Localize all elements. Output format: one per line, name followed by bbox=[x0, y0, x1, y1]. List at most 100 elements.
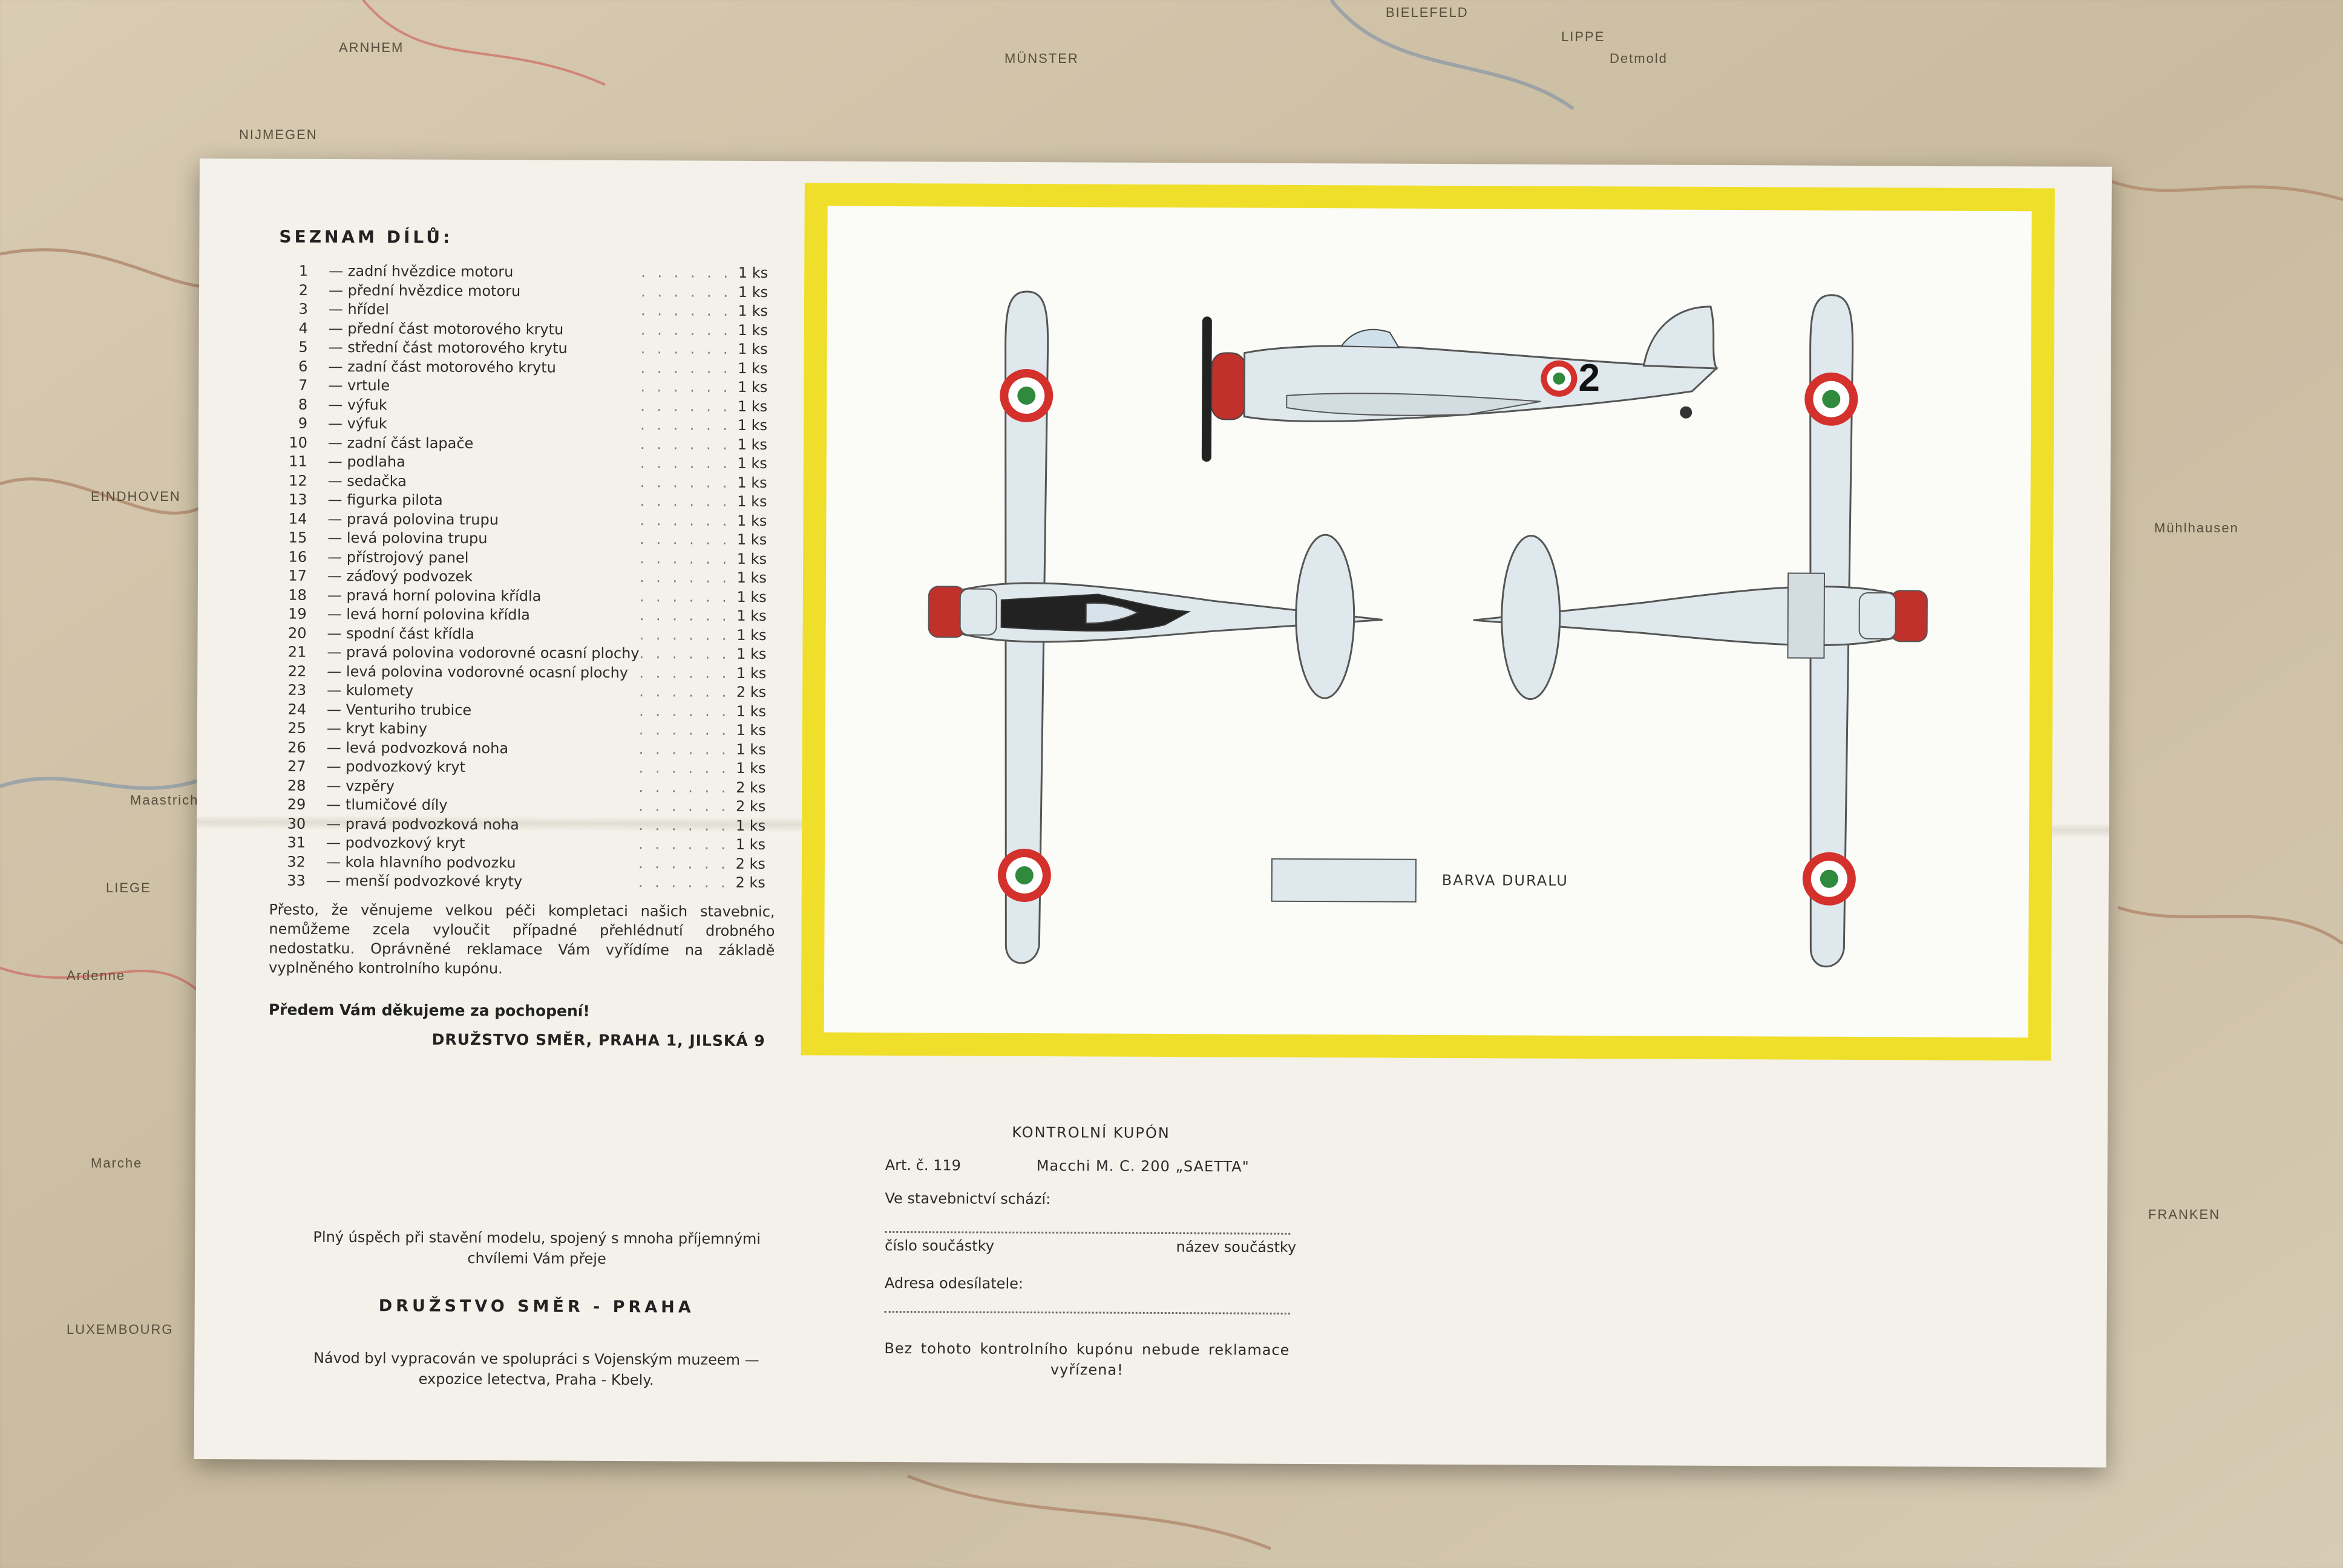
part-name: — podlaha bbox=[327, 452, 405, 471]
leader-dots: . . . . . . bbox=[639, 664, 730, 682]
part-number: 14 bbox=[288, 510, 307, 528]
part-name: — spodní část křídla bbox=[327, 624, 474, 642]
parts-list-item: 1— zadní hvězdice motoru. . . . . .1 ks bbox=[272, 262, 768, 283]
leader-dots: . . . . . . bbox=[641, 283, 732, 301]
map-label: NIJMEGEN bbox=[239, 127, 318, 142]
parts-list-item: 17— záďový podvozek. . . . . .1 ks bbox=[270, 567, 767, 588]
leader-dots: . . . . . . bbox=[640, 549, 731, 567]
leader-dots: . . . . . . bbox=[640, 340, 732, 358]
parts-list-item: 4— přední část motorového krytu. . . . .… bbox=[272, 319, 768, 340]
parts-list-item: 24— Venturiho trubice. . . . . .1 ks bbox=[270, 700, 766, 721]
part-quantity: 2 ks bbox=[736, 779, 766, 796]
part-quantity: 1 ks bbox=[737, 416, 768, 434]
part-number: 15 bbox=[288, 529, 307, 546]
leader-dots: . . . . . . bbox=[640, 473, 731, 491]
company-address: DRUŽSTVO SMĚR, PRAHA 1, JILSKÁ 9 bbox=[431, 1030, 765, 1050]
parts-list-item: 12— sedačka. . . . . .1 ks bbox=[271, 471, 767, 492]
part-quantity: 1 ks bbox=[735, 817, 766, 834]
coupon-address-line[interactable] bbox=[884, 1310, 1290, 1315]
leader-dots: . . . . . . bbox=[638, 816, 730, 834]
part-name: — levá horní polovina křídla bbox=[327, 605, 530, 624]
part-name: — hřídel bbox=[328, 300, 390, 318]
part-name: — přístrojový panel bbox=[327, 548, 469, 566]
part-quantity: 2 ks bbox=[736, 683, 767, 701]
part-number: 31 bbox=[287, 834, 306, 851]
part-number: 3 bbox=[298, 300, 308, 318]
part-number: 9 bbox=[298, 414, 308, 432]
part-number: 5 bbox=[298, 338, 308, 356]
leader-dots: . . . . . . bbox=[638, 854, 729, 872]
map-label: Maastricht bbox=[130, 792, 204, 808]
part-quantity: 1 ks bbox=[736, 607, 767, 625]
leader-dots: . . . . . . bbox=[640, 397, 732, 415]
part-quantity: 1 ks bbox=[738, 264, 768, 282]
leader-dots: . . . . . . bbox=[641, 264, 732, 281]
part-number: 29 bbox=[287, 795, 306, 813]
part-name: — zadní hvězdice motoru bbox=[329, 262, 514, 281]
part-number: 22 bbox=[287, 662, 307, 680]
leader-dots: . . . . . . bbox=[638, 874, 729, 891]
part-quantity: 1 ks bbox=[736, 702, 767, 720]
parts-list-item: 22— levá polovina vodorovné ocasní ploch… bbox=[270, 662, 767, 683]
leader-dots: . . . . . . bbox=[640, 531, 731, 548]
map-label: LIEGE bbox=[106, 880, 151, 895]
part-quantity: 1 ks bbox=[737, 397, 768, 415]
leader-dots: . . . . . . bbox=[639, 702, 730, 720]
control-coupon: KONTROLNÍ KUPÓN Art. č. 119 Macchi M. C.… bbox=[884, 1123, 1297, 1379]
part-number: 20 bbox=[287, 624, 307, 642]
part-name: — figurka pilota bbox=[327, 491, 443, 509]
leader-dots: . . . . . . bbox=[638, 721, 730, 739]
parts-list-item: 23— kulomety. . . . . .2 ks bbox=[270, 681, 767, 702]
part-quantity: 1 ks bbox=[736, 588, 767, 606]
part-number: 27 bbox=[287, 757, 306, 775]
leader-dots: . . . . . . bbox=[640, 321, 732, 339]
part-number: 16 bbox=[288, 548, 307, 566]
leader-dots: . . . . . . bbox=[638, 797, 730, 815]
parts-list-item: 3— hřídel. . . . . .1 ks bbox=[272, 300, 768, 321]
part-quantity: 2 ks bbox=[735, 874, 765, 892]
part-quantity: 1 ks bbox=[736, 645, 767, 663]
coupon-address-label: Adresa odesílatele: bbox=[884, 1274, 1024, 1292]
coupon-fill-line[interactable] bbox=[885, 1230, 1291, 1235]
part-quantity: 1 ks bbox=[737, 512, 767, 529]
part-number: 8 bbox=[298, 396, 308, 413]
part-name: — sedačka bbox=[327, 472, 407, 489]
leader-dots: . . . . . . bbox=[638, 740, 730, 758]
part-number: 24 bbox=[287, 701, 307, 718]
leader-dots: . . . . . . bbox=[640, 492, 731, 510]
parts-list-item: 28— vzpěry. . . . . .2 ks bbox=[269, 776, 766, 797]
part-number: 18 bbox=[288, 586, 307, 604]
part-name: — pravá polovina trupu bbox=[327, 510, 499, 528]
color-swatch bbox=[1271, 858, 1417, 903]
part-number: 26 bbox=[287, 739, 306, 756]
leader-dots: . . . . . . bbox=[639, 607, 730, 624]
coupon-part-number-label: číslo součástky bbox=[885, 1236, 995, 1255]
part-name: — levá podvozková noha bbox=[326, 739, 509, 757]
part-number: 28 bbox=[287, 777, 306, 794]
coupon-missing-label: Ve stavebnictví schází: bbox=[885, 1189, 1051, 1208]
map-label: Marche bbox=[91, 1155, 143, 1171]
parts-list-item: 16— přístrojový panel. . . . . .1 ks bbox=[270, 547, 767, 569]
part-quantity: 1 ks bbox=[737, 474, 767, 491]
company-name: DRUŽSTVO SMĚR - PRAHA bbox=[378, 1296, 695, 1317]
leader-dots: . . . . . . bbox=[640, 359, 732, 377]
parts-list-item: 20— spodní část křídla. . . . . .1 ks bbox=[270, 624, 767, 645]
map-label: FRANKEN bbox=[2148, 1207, 2221, 1222]
parts-list-item: 29— tlumičové díly. . . . . .2 ks bbox=[269, 795, 766, 817]
parts-list-item: 26— levá podvozková noha. . . . . .1 ks bbox=[270, 738, 766, 759]
leader-dots: . . . . . . bbox=[640, 511, 731, 529]
leader-dots: . . . . . . bbox=[640, 569, 731, 586]
map-label: LIPPE bbox=[1561, 29, 1605, 44]
parts-list-item: 32— kola hlavního podvozku. . . . . .2 k… bbox=[269, 852, 765, 874]
parts-list-title: SEZNAM DÍLŮ: bbox=[279, 226, 453, 247]
part-number: 11 bbox=[289, 452, 307, 470]
part-name: — pravá podvozková noha bbox=[326, 815, 519, 833]
part-quantity: 1 ks bbox=[737, 492, 767, 511]
part-name: — kryt kabiny bbox=[326, 719, 428, 737]
leader-dots: . . . . . . bbox=[639, 683, 730, 701]
parts-list-item: 2— přední hvězdice motoru. . . . . .1 ks bbox=[272, 281, 768, 302]
part-number: 6 bbox=[298, 358, 308, 375]
part-number: 19 bbox=[288, 605, 307, 622]
parts-list-item: 14 — pravá polovina trupu . . . . . . 1 ks bbox=[270, 509, 767, 531]
part-name: — vrtule bbox=[328, 376, 390, 394]
